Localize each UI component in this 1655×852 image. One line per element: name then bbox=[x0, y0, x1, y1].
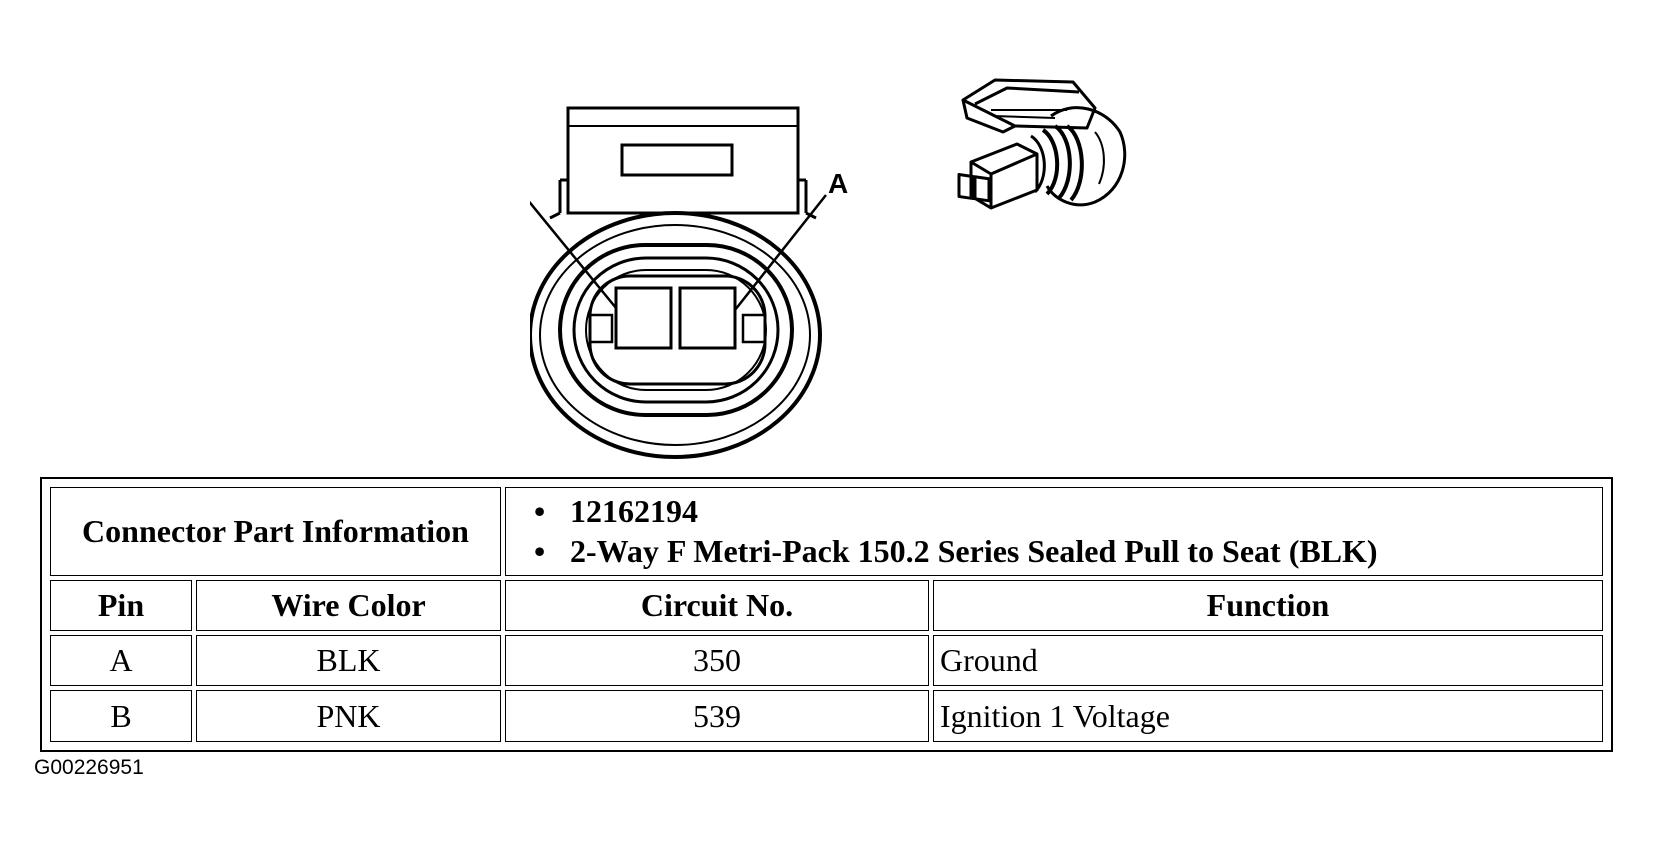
terminal-a bbox=[678, 286, 737, 350]
seal-ring-outer bbox=[558, 243, 794, 417]
connector-part-list-cell: 12162194 2-Way F Metri-Pack 150.2 Series… bbox=[505, 487, 1603, 576]
table-header-row: Pin Wire Color Circuit No. Function bbox=[50, 579, 1603, 632]
header-circuit-no: Circuit No. bbox=[505, 579, 929, 632]
cell-pin: B bbox=[50, 690, 192, 742]
pin-label-a: A bbox=[828, 168, 848, 199]
cell-wire-color: PNK bbox=[196, 690, 501, 742]
table-row: A BLK 350 Ground bbox=[50, 635, 1603, 687]
part-description: 2-Way F Metri-Pack 150.2 Series Sealed P… bbox=[534, 531, 1596, 571]
cell-pin: A bbox=[50, 635, 192, 687]
table-row: B PNK 539 Ignition 1 Voltage bbox=[50, 690, 1603, 742]
cell-function: Ground bbox=[933, 635, 1603, 687]
header-function: Function bbox=[933, 579, 1603, 632]
connector-part-list: 12162194 2-Way F Metri-Pack 150.2 Series… bbox=[512, 491, 1596, 571]
header-wire-color: Wire Color bbox=[196, 579, 501, 632]
leader-line-a bbox=[734, 194, 827, 311]
connector-face-view: B A bbox=[530, 106, 848, 459]
terminal-b bbox=[614, 286, 673, 350]
cell-circuit-no: 350 bbox=[505, 635, 929, 687]
latch-window bbox=[620, 143, 734, 177]
cell-circuit-no: 539 bbox=[505, 690, 929, 742]
connector-outer-shell bbox=[530, 211, 822, 459]
part-number: 12162194 bbox=[534, 491, 1596, 531]
leader-line-b bbox=[530, 200, 617, 309]
cell-function: Ignition 1 Voltage bbox=[933, 690, 1603, 742]
connector-part-info-label: Connector Part Information bbox=[50, 487, 501, 576]
connector-info-table: Connector Part Information 12162194 2-Wa… bbox=[40, 477, 1613, 752]
cell-wire-color: BLK bbox=[196, 635, 501, 687]
latch-housing bbox=[566, 106, 800, 215]
seal-ring-inner bbox=[572, 256, 780, 404]
figure-id: G00226951 bbox=[34, 756, 144, 779]
header-pin: Pin bbox=[50, 579, 192, 632]
connector-isometric-view bbox=[957, 78, 1127, 210]
